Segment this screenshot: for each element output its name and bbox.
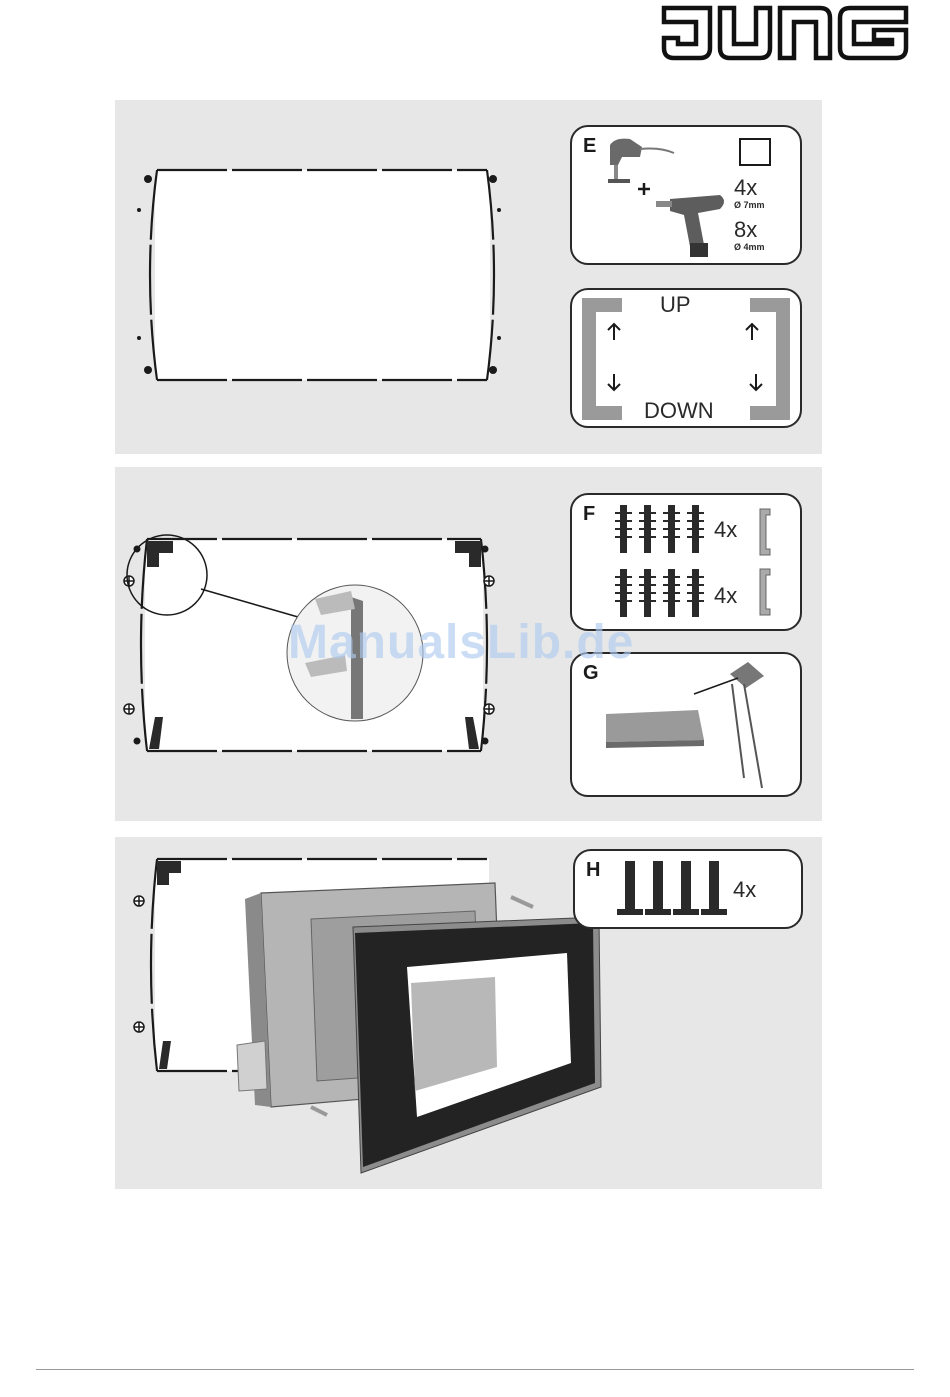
cover-screws-illustration — [575, 851, 801, 927]
cover-screw-count: 4x — [733, 877, 756, 903]
tools-illustration — [570, 125, 802, 265]
cover-screw-icon — [617, 861, 727, 915]
module-install-illustration — [572, 654, 800, 795]
arrow-down-icon — [608, 374, 620, 390]
jung-logo — [660, 4, 910, 62]
orientation-box: UP DOWN — [570, 288, 802, 428]
box-g: G — [570, 652, 802, 797]
drill-small-count: 4x — [734, 175, 757, 201]
footer-divider — [36, 1369, 914, 1370]
step-e-panel: E 4x Ø 7mm 8x Ø 4mm — [115, 100, 822, 454]
arrow-up-icon — [746, 324, 758, 340]
bracket-icon — [760, 569, 770, 615]
row2-count: 4x — [714, 583, 737, 609]
screws-box-f: F 4x 4x — [570, 493, 802, 631]
arrow-down-icon — [750, 374, 762, 390]
checkbox-icon — [740, 139, 770, 165]
jigsaw-icon — [608, 139, 674, 183]
plus-icon — [638, 183, 650, 195]
screws-dowels-illustration — [572, 495, 800, 629]
orientation-down-label: DOWN — [644, 398, 714, 424]
drill-large-size: Ø 4mm — [734, 242, 765, 252]
screws-box-h: H 4x — [573, 849, 803, 929]
step-h-panel: H 4x — [115, 837, 822, 1189]
watermark: ManualsLib.de — [288, 615, 634, 670]
arrow-up-icon — [608, 324, 620, 340]
cover-frame — [353, 917, 601, 1173]
drill-icon — [656, 195, 724, 257]
module-icon — [606, 710, 704, 742]
row1-count: 4x — [714, 517, 737, 543]
orientation-up-label: UP — [660, 292, 691, 318]
tools-box-e: E 4x Ø 7mm 8x Ø 4mm — [570, 125, 802, 265]
drill-small-size: Ø 7mm — [734, 200, 765, 210]
jung-logo-graphic — [660, 4, 910, 62]
bracket-icon — [760, 509, 770, 555]
drill-large-count: 8x — [734, 217, 757, 243]
